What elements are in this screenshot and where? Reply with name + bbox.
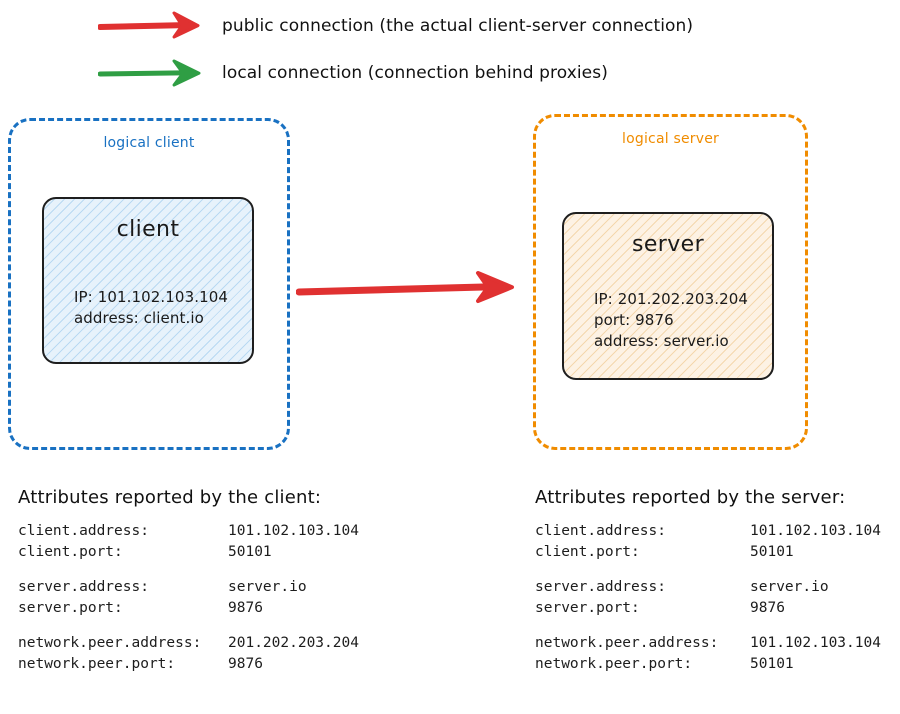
attribute-row: client.port: 50101	[18, 542, 438, 563]
legend-item-local: local connection (connection behind prox…	[0, 53, 900, 93]
attribute-key: client.port:	[18, 544, 123, 560]
attribute-value: 9876	[228, 600, 263, 616]
logical-server-container: logical server	[533, 114, 808, 450]
attribute-value: 50101	[750, 656, 794, 672]
client-attribute-group: network.peer.address: 201.202.203.204 ne…	[18, 633, 438, 675]
attribute-value: server.io	[750, 579, 829, 595]
attribute-row: network.peer.address: 101.102.103.104	[535, 633, 900, 654]
client-node-line: IP: 101.102.103.104	[74, 288, 229, 306]
attribute-key: network.peer.port:	[535, 656, 693, 672]
server-node-line: IP: 201.202.203.204	[594, 290, 749, 308]
attribute-key: client.port:	[535, 544, 640, 560]
client-attribute-group: client.address: 101.102.103.104 client.p…	[18, 521, 438, 563]
attribute-row: client.address: 101.102.103.104	[18, 521, 438, 542]
right-arrow-icon	[98, 11, 200, 39]
attribute-row: network.peer.port: 9876	[18, 654, 438, 675]
attribute-row: server.port: 9876	[535, 598, 900, 619]
legend-label-local: local connection (connection behind prox…	[222, 63, 608, 83]
client-node-line: address: client.io	[74, 309, 204, 327]
server-node-title: server	[631, 232, 705, 257]
client-node-title: client	[116, 217, 180, 242]
attribute-row: network.peer.port: 50101	[535, 654, 900, 675]
attribute-value: 101.102.103.104	[228, 523, 359, 539]
legend-label-public: public connection (the actual client-ser…	[222, 16, 694, 36]
attribute-value: 101.102.103.104	[750, 523, 881, 539]
attribute-row: server.port: 9876	[18, 598, 438, 619]
server-attributes-panel: Attributes reported by the server: clien…	[535, 487, 900, 689]
attribute-row: client.port: 50101	[535, 542, 900, 563]
logical-server-title: logical server	[622, 131, 719, 147]
attribute-key: server.address:	[535, 579, 666, 595]
server-node-line: address: server.io	[594, 332, 729, 350]
server-attribute-group: server.address: server.io server.port: 9…	[535, 577, 900, 619]
attribute-row: server.address: server.io	[535, 577, 900, 598]
server-node: server IP: 201.202.203.204 port: 9876 ad…	[562, 212, 774, 380]
client-attribute-group: server.address: server.io server.port: 9…	[18, 577, 438, 619]
client-node: client IP: 101.102.103.104 address: clie…	[42, 197, 254, 364]
client-node-details: IP: 101.102.103.104 address: client.io	[74, 287, 228, 329]
public-connection-arrow-icon	[296, 271, 514, 303]
attribute-value: 50101	[228, 544, 272, 560]
attribute-value: 9876	[750, 600, 785, 616]
attribute-row: client.address: 101.102.103.104	[535, 521, 900, 542]
attribute-value: 50101	[750, 544, 794, 560]
attribute-value: server.io	[228, 579, 307, 595]
attribute-key: server.port:	[18, 600, 123, 616]
attribute-key: client.address:	[18, 523, 149, 539]
server-node-line: port: 9876	[594, 311, 674, 329]
attribute-key: client.address:	[535, 523, 666, 539]
logical-client-title: logical client	[103, 135, 195, 151]
server-attribute-group: network.peer.address: 101.102.103.104 ne…	[535, 633, 900, 675]
attribute-key: network.peer.address:	[18, 635, 202, 651]
legend-item-public: public connection (the actual client-ser…	[0, 6, 900, 46]
server-node-details: IP: 201.202.203.204 port: 9876 address: …	[594, 289, 748, 352]
logical-client-container: logical client	[8, 118, 290, 450]
attribute-key: network.peer.address:	[535, 635, 719, 651]
client-attributes-panel: Attributes reported by the client: clien…	[18, 487, 438, 689]
server-attributes-heading: Attributes reported by the server:	[535, 487, 846, 508]
attribute-key: network.peer.port:	[18, 656, 176, 672]
right-arrow-icon	[98, 59, 201, 87]
client-attributes-heading: Attributes reported by the client:	[18, 487, 322, 508]
attribute-key: server.address:	[18, 579, 149, 595]
attribute-row: network.peer.address: 201.202.203.204	[18, 633, 438, 654]
attribute-value: 9876	[228, 656, 263, 672]
attribute-key: server.port:	[535, 600, 640, 616]
server-attribute-group: client.address: 101.102.103.104 client.p…	[535, 521, 900, 563]
attribute-row: server.address: server.io	[18, 577, 438, 598]
attribute-value: 101.102.103.104	[750, 635, 881, 651]
attribute-value: 201.202.203.204	[228, 635, 359, 651]
